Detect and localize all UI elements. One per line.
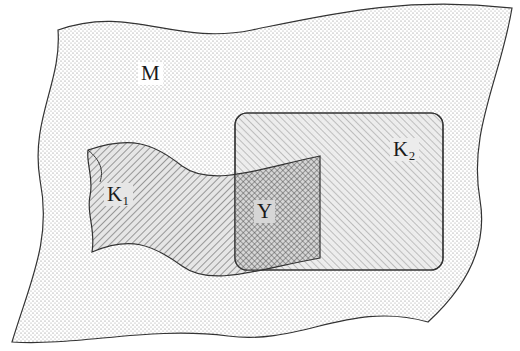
intersection-label: Y bbox=[254, 200, 275, 223]
intersection-region bbox=[235, 143, 320, 270]
k1-region: K₁ bbox=[86, 134, 322, 290]
manifold-surface bbox=[12, 4, 512, 342]
k2-outline bbox=[235, 113, 443, 270]
set-label: K₂ bbox=[390, 138, 419, 161]
set-label: K₁ bbox=[104, 183, 133, 206]
k2-region: K₂ bbox=[235, 113, 443, 270]
set-label: M bbox=[138, 62, 163, 85]
k1-fold bbox=[88, 150, 102, 182]
manifold-region: M K₁ K₂ bbox=[10, 4, 514, 346]
